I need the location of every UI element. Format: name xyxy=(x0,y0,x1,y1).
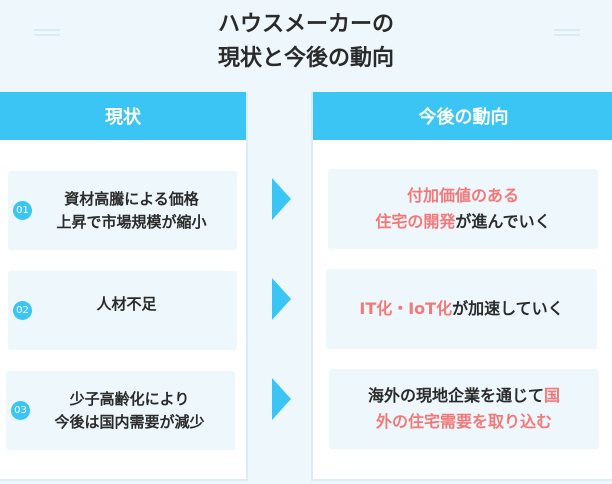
future-item-3: 海外の現地企業を通じて国 外の住宅需要を取り込む xyxy=(329,369,599,449)
item-text: 少子高齢化により xyxy=(69,389,190,408)
arrow-right-icon xyxy=(272,278,291,320)
number-badge: 03 xyxy=(11,401,30,420)
future-item-1: 付加価値のある 住宅の開発が進んでいく xyxy=(328,169,598,249)
number-badge: 02 xyxy=(13,301,32,320)
future-header: 今後の動向 xyxy=(313,92,612,140)
current-item-2: 02 人材不足 xyxy=(8,271,237,350)
page-title: ハウスメーカーの 現状と今後の動向 xyxy=(0,8,612,76)
title-line-1: ハウスメーカーの xyxy=(217,12,394,37)
item-text: 資材高騰による価格 xyxy=(64,189,199,208)
item-text: が加速していく xyxy=(452,299,564,318)
decoration-right xyxy=(554,29,580,36)
highlight-text: 外の住宅需要を取り込む xyxy=(375,412,552,431)
current-header: 現状 xyxy=(0,92,246,140)
item-text: 人材不足 xyxy=(96,295,157,313)
item-text: 今後は国内需要が減少 xyxy=(54,412,205,431)
highlight-text: 付加価値のある xyxy=(406,186,519,205)
decoration-left xyxy=(34,29,60,36)
arrow-right-icon xyxy=(272,378,291,420)
future-item-2: IT化・IoT化が加速していく xyxy=(326,269,597,349)
title-line-2: 現状と今後の動向 xyxy=(217,46,394,71)
highlight-text: 国 xyxy=(544,386,561,405)
current-item-3: 03 少子高齢化により今後は国内需要が減少 xyxy=(6,371,235,450)
current-item-1: 01 資材高騰による価格上昇で市場規模が縮小 xyxy=(8,171,237,250)
arrow-right-icon xyxy=(272,178,291,220)
highlight-text: 住宅の開発 xyxy=(375,212,456,231)
item-text: 上昇で市場規模が縮小 xyxy=(56,212,207,231)
item-text: が進んでいく xyxy=(455,212,551,231)
item-text: 海外の現地企業を通じて xyxy=(367,386,544,405)
highlight-text: IT化・IoT化 xyxy=(359,299,453,318)
number-badge: 01 xyxy=(13,201,32,220)
